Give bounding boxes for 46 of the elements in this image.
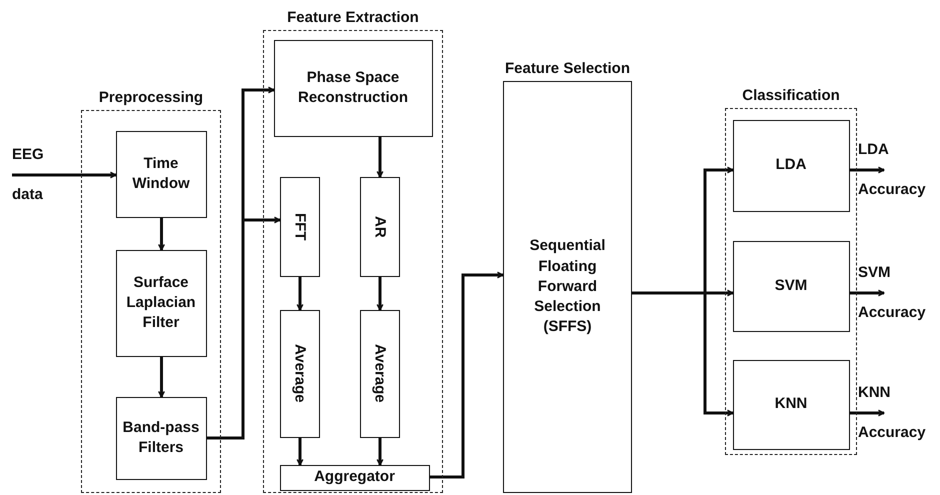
arrow (632, 292, 734, 416)
box-label: Band-pass Filters (122, 418, 200, 458)
group-heading: Classification (741, 87, 841, 104)
process-box (732, 240, 850, 332)
process-box (116, 396, 206, 480)
edge-label: LDA Accuracy (858, 140, 927, 200)
arrow (376, 438, 384, 466)
process-box (360, 176, 400, 276)
arrow (158, 218, 165, 251)
process-box (732, 120, 850, 212)
box-label: AR (370, 216, 390, 238)
group-heading: Feature Selection (504, 60, 632, 77)
process-box (732, 360, 850, 450)
process-box (280, 176, 320, 276)
arrow (207, 216, 281, 440)
process-box (360, 310, 400, 438)
process-box (280, 310, 320, 438)
arrow (296, 277, 304, 311)
box-label: KNN (774, 394, 808, 414)
arrow (850, 410, 885, 416)
arrow (850, 290, 885, 296)
arrow (158, 357, 165, 398)
box-label: Surface Laplacian Filter (125, 272, 197, 334)
box-label: Average (290, 344, 310, 403)
process-box (116, 130, 206, 218)
arrow (12, 172, 117, 178)
arrow (376, 277, 384, 311)
group-heading: Feature Extraction (286, 9, 420, 26)
box-label: Sequential Floating Forward Selection (SFFS) (528, 236, 606, 338)
process-box (274, 40, 432, 136)
arrow (296, 438, 304, 466)
box-label: Average (370, 344, 390, 403)
box-label: FFT (290, 212, 310, 240)
edge-label: EEG data (12, 145, 45, 205)
arrow (430, 272, 504, 478)
box-label: Phase Space Reconstruction (296, 68, 409, 108)
edge-label: SVM Accuracy (858, 263, 927, 323)
arrow (376, 137, 384, 178)
process-box (116, 250, 206, 356)
box-label: Aggregator (313, 467, 396, 488)
edge-label: KNN Accuracy (858, 383, 927, 443)
group-heading: Preprocessing (98, 89, 204, 106)
process-box (280, 464, 430, 490)
box-label: Time Window (131, 154, 191, 194)
box-label: SVM (774, 276, 808, 296)
box-label: LDA (774, 155, 808, 176)
